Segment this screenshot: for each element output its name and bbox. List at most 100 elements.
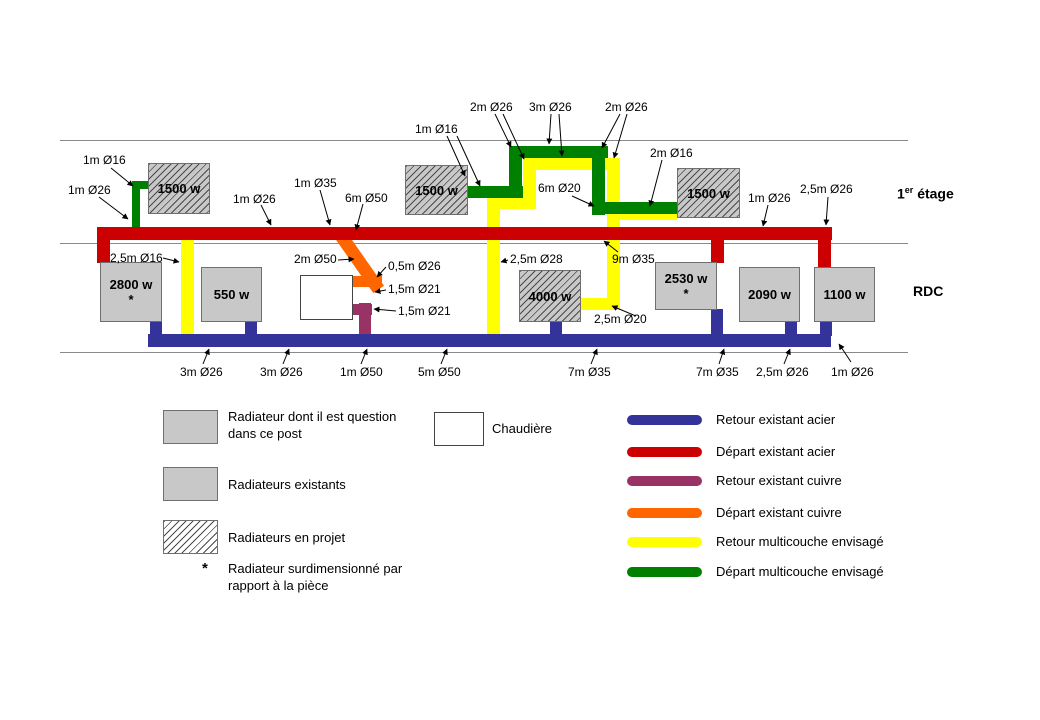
pipe-depart-acier-drop-2800: [97, 227, 110, 263]
pipe-retour-acier-main: [148, 334, 831, 347]
dimension-label: 7m Ø35: [568, 365, 611, 379]
floor-line-middle: [60, 243, 908, 244]
pipe-depart-acier-main: [97, 227, 832, 240]
dimension-label: 2m Ø50: [294, 252, 337, 266]
radiator-1500-etage-3: 1500 w: [677, 168, 740, 218]
pipe-retour-multicouche-drop-mid: [487, 197, 500, 347]
dimension-label: 5m Ø50: [418, 365, 461, 379]
dimension-label: 2m Ø26: [605, 100, 648, 114]
legend-label-radiator-existant: Radiateurs existants: [228, 477, 346, 492]
legend-label-chaudiere: Chaudière: [492, 421, 552, 436]
dimension-label: 1m Ø26: [748, 191, 791, 205]
legend-swatch-radiator-projet: [163, 520, 218, 554]
dimension-label: 1m Ø16: [415, 122, 458, 136]
pipe-depart-multicouche-link-rad3: [592, 202, 678, 214]
floor-line-bottom: [60, 352, 908, 353]
dimension-label: 6m Ø20: [538, 181, 581, 195]
legend-row-retour-multicouche: Retour multicouche envisagé: [627, 534, 884, 549]
pipe-depart-cuivre-stub: [350, 276, 382, 287]
pipe-depart-acier-drop-2530: [711, 240, 724, 263]
radiator-label: 1100 w: [823, 287, 866, 302]
pipe-retour-multicouche-drop-left: [181, 227, 194, 347]
dimension-label: 1m Ø26: [831, 365, 874, 379]
dimension-label: 2,5m Ø28: [510, 252, 563, 266]
chaudiere-box: [300, 275, 353, 320]
dimension-label: 7m Ø35: [696, 365, 739, 379]
legend-swatch-radiator-existant: [163, 467, 218, 501]
floor-label-etage-sup: er: [904, 185, 914, 195]
dimension-label: 2,5m Ø20: [594, 312, 647, 326]
radiator-label: 2800 w: [109, 277, 153, 292]
dimension-label: 3m Ø26: [260, 365, 303, 379]
radiator-2800: 2800 w*: [100, 262, 162, 322]
legend-pipe-label: Retour multicouche envisagé: [716, 534, 884, 549]
dimension-label: 2,5m Ø26: [756, 365, 809, 379]
legend-pipe-swatch: [627, 414, 702, 425]
radiator-star: *: [683, 286, 689, 301]
radiator-550: 550 w: [201, 267, 262, 322]
legend-swatch-radiator-question: [163, 410, 218, 444]
dimension-label: 0,5m Ø26: [388, 259, 441, 273]
radiator-label: 2530 w: [664, 271, 708, 286]
legend-pipe-label: Retour existant acier: [716, 412, 836, 427]
legend-pipe-swatch: [627, 507, 702, 518]
dimension-label: 1m Ø16: [83, 153, 126, 167]
pipe-retour-multicouche-bridge-top: [523, 158, 620, 170]
dimension-label: 2,5m Ø26: [800, 182, 853, 196]
dimension-label: 1m Ø26: [233, 192, 276, 206]
legend-row-depart-cuivre: Départ existant cuivre: [627, 505, 842, 520]
radiator-1500-etage-2: 1500 w: [405, 165, 468, 215]
pipe-retour-acier-stub-4000: [550, 322, 562, 336]
radiator-label: 1500 w: [157, 181, 201, 196]
pipe-retour-acier-stub-2530: [711, 309, 723, 335]
pipe-retour-acier-stub-550: [245, 322, 257, 336]
legend-pipe-label: Départ multicouche envisagé: [716, 564, 884, 579]
radiator-2530: 2530 w*: [655, 262, 717, 310]
floor-label-etage-text: étage: [913, 185, 954, 202]
floor-label-etage: 1er étage: [897, 185, 954, 202]
legend-pipe-swatch: [627, 475, 702, 486]
legend-pipe-swatch: [627, 536, 702, 547]
dimension-label: 6m Ø50: [345, 191, 388, 205]
pipe-depart-multicouche-riser-right: [592, 152, 605, 215]
legend-label-radiator-projet: Radiateurs en projet: [228, 530, 346, 545]
legend-star-note: Radiateur surdimensionné par rapport à l…: [228, 561, 403, 593]
pipe-depart-multicouche-bridge-top: [509, 146, 608, 158]
radiator-4000: 4000 w: [519, 270, 581, 322]
radiator-label: 1500 w: [415, 182, 458, 198]
pipe-retour-acier-stub-1100: [820, 322, 832, 336]
radiator-2090: 2090 w: [739, 267, 800, 322]
legend-row-depart-acier: Départ existant acier: [627, 444, 835, 459]
pipe-depart-acier-drop-1100: [818, 227, 831, 268]
legend-row-retour-cuivre: Retour existant cuivre: [627, 473, 842, 488]
pipe-retour-acier-stub-2800: [150, 322, 162, 336]
legend-pipe-swatch: [627, 566, 702, 577]
legend-pipe-label: Départ existant acier: [716, 444, 836, 459]
legend-pipe-label: Départ existant cuivre: [716, 505, 842, 520]
pipe-retour-acier-stub-2090: [785, 322, 797, 336]
floor-line-top: [60, 140, 908, 141]
dimension-label: 2m Ø26: [470, 100, 513, 114]
dimension-label: 2m Ø16: [650, 146, 693, 160]
dimension-label: 1m Ø26: [68, 183, 111, 197]
legend-pipe-label: Retour existant cuivre: [716, 473, 842, 488]
legend-pipe-swatch: [627, 446, 702, 457]
dimension-label: 2,5m Ø16: [110, 251, 163, 265]
dimension-label: 1,5m Ø21: [388, 282, 441, 296]
floor-label-etage-number: 1: [897, 185, 905, 202]
legend-star-symbol: *: [202, 560, 208, 577]
radiator-label: 550 w: [213, 287, 250, 302]
pipe-retour-multicouche-elbow-4000: [578, 298, 614, 310]
pipe-retour-cuivre-vertical: [359, 303, 371, 336]
dimension-label: 1m Ø35: [294, 176, 337, 190]
floor-label-rdc: RDC: [913, 283, 944, 299]
pipe-depart-multicouche-link-rad2: [466, 186, 523, 198]
dimension-label: 3m Ø26: [180, 365, 223, 379]
dimension-label: 1m Ø50: [340, 365, 383, 379]
legend-row-retour-acier: Retour existant acier: [627, 412, 835, 427]
radiator-label: 4000 w: [528, 288, 572, 304]
pipe-depart-multicouche-riser-rad1: [132, 181, 140, 227]
dimension-label: 9m Ø35: [612, 252, 655, 266]
radiator-label: 1500 w: [687, 185, 730, 201]
